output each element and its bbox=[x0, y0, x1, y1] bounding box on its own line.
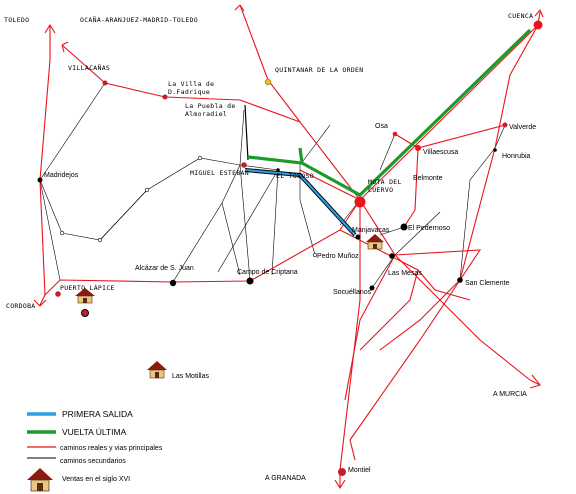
label-villa-fadrique-2: D.Fadrique bbox=[168, 88, 210, 96]
label-el-pedernoso: El Pedernoso bbox=[408, 225, 450, 232]
label-alcazar: Alcázar de S. Juan bbox=[135, 265, 194, 272]
label-pedro-munoz: Pedro Muñoz bbox=[317, 253, 359, 260]
label-montiel: Montiel bbox=[348, 467, 371, 474]
label-las-mesas: Las Mesas bbox=[388, 270, 422, 277]
town-markers bbox=[37, 20, 543, 476]
label-villacanas: VILLACAÑAS bbox=[68, 63, 110, 72]
label-mota-2: CUERVO bbox=[368, 186, 393, 194]
primera-salida-route bbox=[244, 168, 357, 237]
legend-label-vuelta-ultima: VUELTA ÚLTIMA bbox=[62, 427, 127, 437]
label-campo-criptana: Campo de Criptana bbox=[237, 269, 298, 276]
label-a-murcia: A MURCIA bbox=[493, 391, 527, 398]
label-belmonte: Belmonte bbox=[413, 175, 443, 182]
legend-label-ventas: Ventas en el siglo XVI bbox=[62, 476, 130, 483]
label-puerto-lapice: PUERTO LÁPICE bbox=[60, 283, 115, 292]
legend-label-main-roads: caminos reales y vias principales bbox=[60, 445, 163, 452]
label-puebla-1: La Puebla de bbox=[185, 102, 236, 110]
label-ocana-route: OCAÑA-ARANJUEZ-MADRID-TOLEDO bbox=[80, 15, 198, 24]
label-cordoba: CORDOBA bbox=[6, 302, 36, 310]
main-roads bbox=[39, 4, 539, 471]
inn-icon bbox=[366, 234, 384, 250]
label-las-motillas: Las Motillas bbox=[172, 373, 209, 380]
secondary-roads bbox=[39, 82, 506, 289]
legend-label-primera-salida: PRIMERA SALIDA bbox=[62, 409, 133, 419]
label-puebla-2: Almoradiel bbox=[185, 110, 227, 118]
label-san-clemente: San Clemente bbox=[465, 280, 509, 287]
legend-inn-icon bbox=[27, 468, 53, 492]
vuelta-ultima-route bbox=[247, 28, 532, 197]
label-osa: Osa bbox=[375, 123, 388, 130]
inn-icon bbox=[147, 361, 167, 379]
label-miguel-esteban: MIGUEL ESTEBAN bbox=[190, 169, 249, 177]
legend-label-secondary-roads: caminos secundarios bbox=[60, 458, 126, 465]
label-honrubia: Honrubia bbox=[502, 153, 531, 160]
label-villa-fadrique-1: La Villa de bbox=[168, 80, 214, 88]
label-valverde: Valverde bbox=[509, 124, 536, 131]
label-quintanar: QUINTANAR DE LA ORDEN bbox=[275, 66, 363, 74]
legend: PRIMERA SALIDA VUELTA ÚLTIMA caminos rea… bbox=[27, 409, 163, 492]
label-mota-1: MOTA DEL bbox=[368, 178, 402, 186]
label-madridejos: Madridejos bbox=[44, 172, 79, 179]
label-villaescusa: Villaescusa bbox=[423, 149, 458, 156]
label-toledo: TOLEDO bbox=[4, 16, 29, 24]
label-manjavacas: Manjavacas bbox=[352, 227, 390, 234]
inn-icon bbox=[75, 288, 95, 304]
label-cuenca: CUENCA bbox=[508, 12, 533, 20]
edge-arrows bbox=[33, 4, 544, 490]
label-a-granada: A GRANADA bbox=[265, 475, 306, 482]
label-socuellamos: Socuéllanos bbox=[333, 289, 372, 296]
inn-icons bbox=[75, 234, 384, 379]
edge-labels: TOLEDO OCAÑA-ARANJUEZ-MADRID-TOLEDO CUEN… bbox=[4, 12, 533, 482]
place-labels: VILLACAÑAS La Villa de D.Fadrique La Pue… bbox=[44, 63, 536, 474]
label-el-toboso: EL TOBOSO bbox=[276, 172, 314, 180]
